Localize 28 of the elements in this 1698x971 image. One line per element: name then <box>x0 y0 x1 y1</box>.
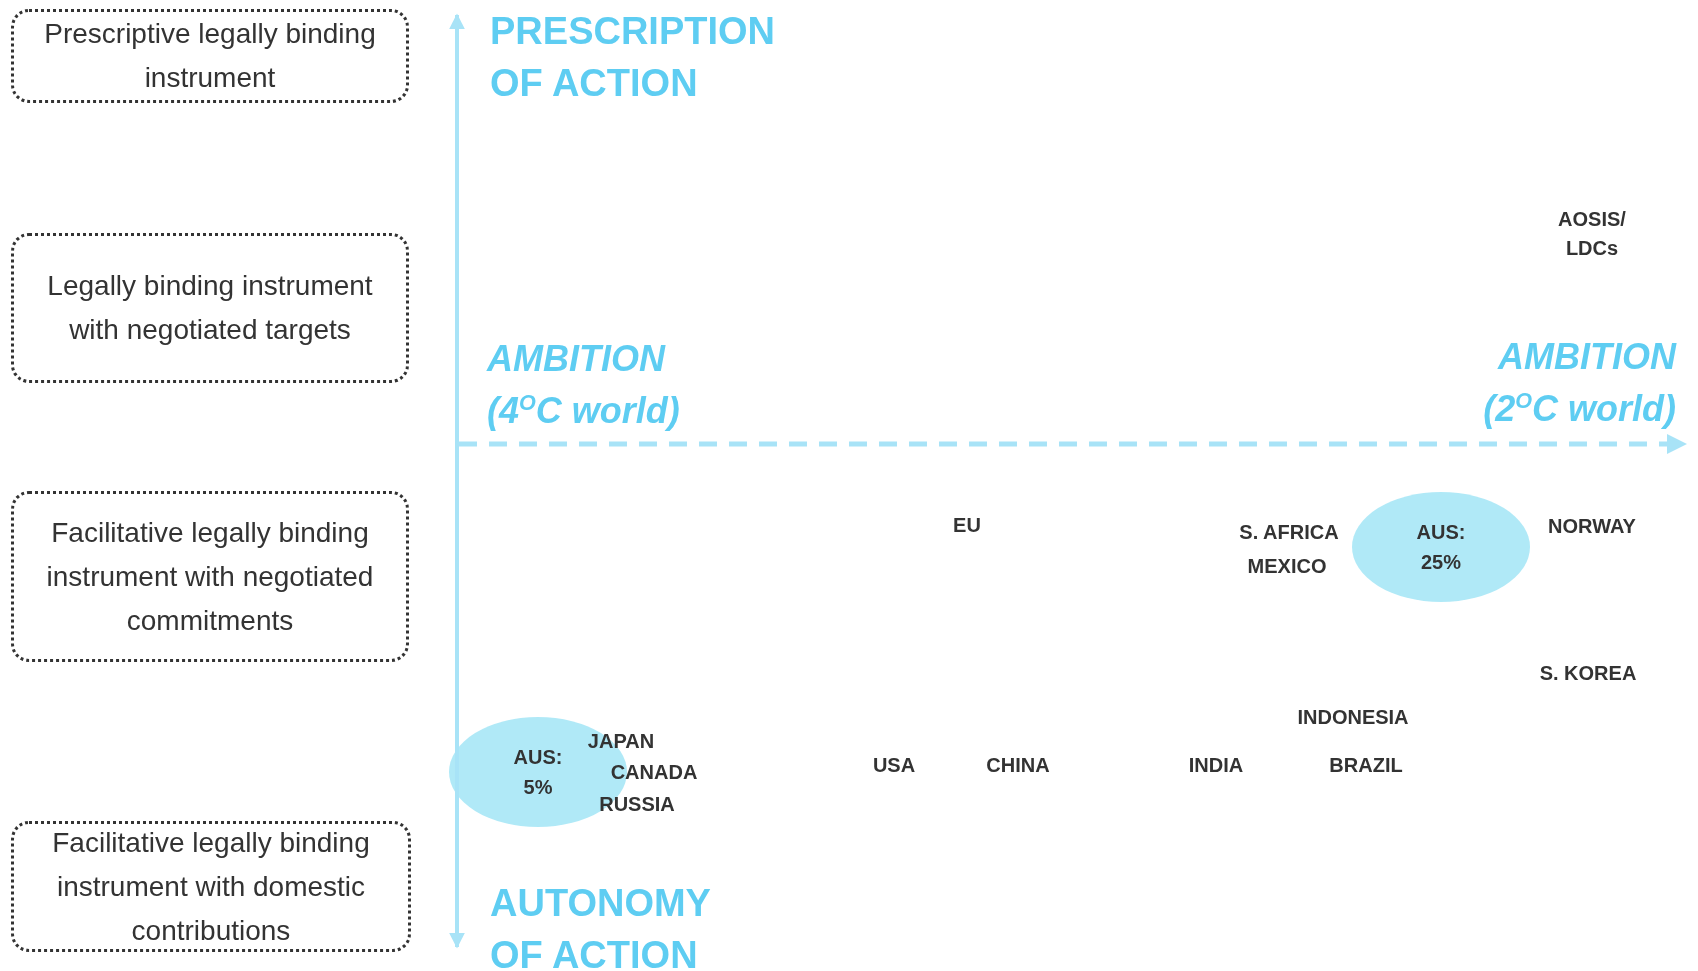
country-label: INDONESIA <box>1297 705 1409 730</box>
country-label: CANADA <box>610 760 698 785</box>
country-label: S. KOREA <box>1539 661 1637 686</box>
axis-end-label: AMBITION (4$^{O}$C world) <box>487 337 681 433</box>
country-label: CHINA <box>986 753 1050 778</box>
instrument-box <box>11 233 409 383</box>
country-label: NORWAY <box>1548 514 1636 539</box>
axis-title: AUTONOMY OF ACTION <box>490 881 712 971</box>
country-label: RUSSIA <box>599 792 675 817</box>
axis-title: PRESCRIPTION OF ACTION <box>490 9 777 106</box>
country-label: AUS: 25% <box>1415 520 1467 575</box>
country-label: INDIA <box>1188 753 1244 778</box>
country-label: JAPAN <box>587 729 655 754</box>
country-label: USA <box>872 753 916 778</box>
instrument-text: Facilitative legally binding instrument with domestic contributions <box>51 825 371 948</box>
instrument-text: Prescriptive legally binding instrument <box>43 17 377 95</box>
country-label: BRAZIL <box>1329 753 1403 778</box>
country-label: EU <box>953 513 981 538</box>
instrument-box <box>11 9 409 103</box>
instrument-text: Facilitative legally binding instrument with negotiated commitments <box>45 515 375 638</box>
instrument-text: Legally binding instrument with negotiated targets <box>46 269 374 347</box>
instrument-box <box>11 491 409 662</box>
country-label: MEXICO <box>1247 554 1327 579</box>
country-label: AOSIS/ LDCs <box>1557 207 1627 261</box>
country-label: AUS: 5% <box>512 745 564 800</box>
country-label: S. AFRICA <box>1239 520 1339 545</box>
axis-end-label: AMBITION (2$^{O}$C world) <box>1482 335 1676 431</box>
instrument-box <box>11 821 411 952</box>
